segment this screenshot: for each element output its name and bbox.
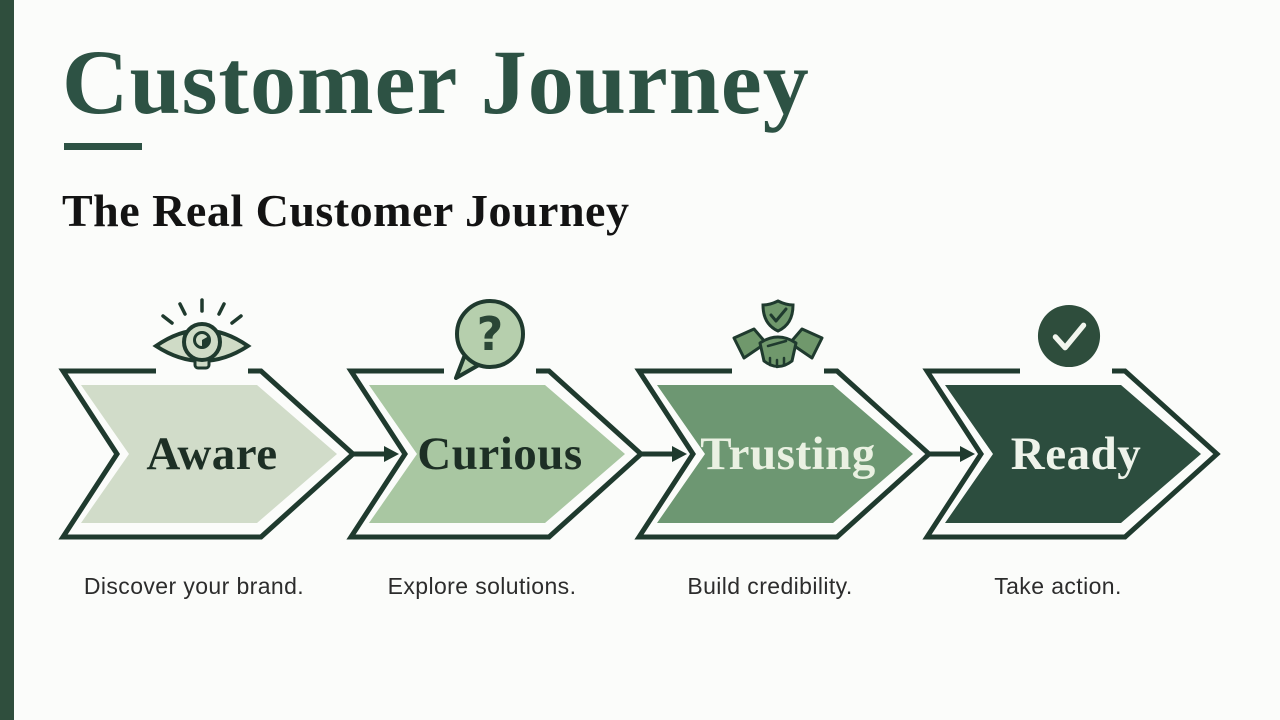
stage-curious: Curious	[346, 365, 645, 543]
awareness-eye-bulb-icon	[152, 298, 252, 370]
page-title: Customer Journey	[62, 31, 810, 133]
stage-label: Aware	[146, 428, 278, 480]
stage-aware: Aware	[58, 365, 357, 543]
question-bubble-icon: ?	[454, 299, 525, 380]
flow-arrow-icon	[927, 446, 975, 462]
stage-caption: Take action.	[994, 573, 1122, 599]
title-underline	[64, 143, 142, 150]
stage-arrow-shape	[58, 365, 357, 540]
stage-arrow-shape	[922, 365, 1221, 540]
stage-caption: Discover your brand.	[83, 573, 305, 599]
stage-label: Ready	[1010, 428, 1142, 480]
stage-arrow-shape	[634, 365, 933, 540]
stage-trusting: Trusting	[634, 365, 933, 543]
svg-text:?: ?	[477, 307, 504, 361]
stage-label: Curious	[417, 428, 583, 480]
stage-caption: Explore solutions.	[387, 573, 577, 599]
stage-label: Trusting	[700, 428, 876, 480]
flow-arrow-icon	[639, 446, 687, 462]
check-circle-icon	[1037, 304, 1101, 368]
accent-side-bar	[0, 0, 14, 720]
stage-arrow-shape	[346, 365, 645, 540]
stage-ready: Ready	[922, 365, 1221, 543]
stage-caption: Build credibility.	[687, 573, 853, 599]
page-subtitle: The Real Customer Journey	[62, 185, 630, 236]
handshake-shield-icon	[732, 299, 824, 369]
flow-arrow-icon	[351, 446, 399, 462]
